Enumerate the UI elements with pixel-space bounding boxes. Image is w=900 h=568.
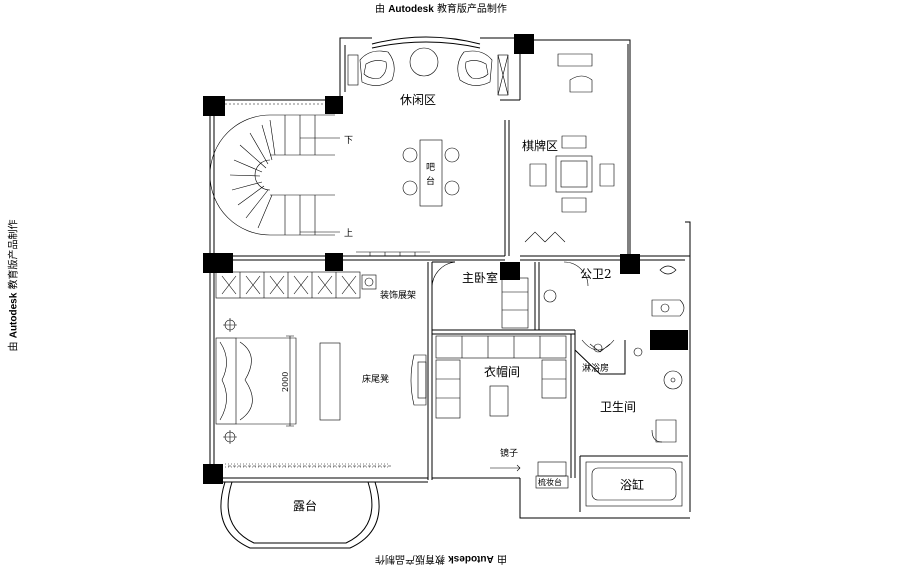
bar-label-1: 吧 xyxy=(426,162,435,173)
cloakroom-label: 衣帽间 xyxy=(484,364,520,379)
cloakroom-furniture: 衣帽间 镜子 梳妆台 xyxy=(435,335,569,489)
bar-label-2: 台 xyxy=(426,175,435,187)
bathtub-label: 浴缸 xyxy=(620,477,644,492)
display-shelf-label: 装饰展架 xyxy=(380,289,416,301)
walls xyxy=(209,36,691,519)
stair-up-label: 上 xyxy=(344,228,353,239)
chess-area-furniture: 棋牌区 xyxy=(522,53,615,243)
watermark-top: 由 Autodesk 教育版产品制作 xyxy=(375,0,507,15)
master-bedroom-label: 主卧室 xyxy=(462,270,498,285)
shower-label: 淋浴房 xyxy=(582,362,609,374)
chess-area-label: 棋牌区 xyxy=(522,139,558,153)
watermark-prefix: 由 xyxy=(375,4,385,15)
terrace-label: 露台 xyxy=(293,498,317,513)
master-bedroom-furniture: 装饰展架 2000 床尾凳 xyxy=(215,271,427,467)
master-entrance-and-bath2: 主卧室 公卫2 xyxy=(431,261,685,329)
dressing-table-label: 梳妆台 xyxy=(538,477,562,487)
public-bath2-label: 公卫2 xyxy=(580,267,612,281)
bathroom-label: 卫生间 xyxy=(600,400,636,414)
columns xyxy=(203,34,688,484)
leisure-area-label: 休闲区 xyxy=(400,93,436,107)
leisure-area-furniture: 休闲区 吧 台 xyxy=(347,47,509,207)
watermark-brand: Autodesk xyxy=(388,4,434,15)
openings xyxy=(225,103,430,468)
mirror-label: 镜子 xyxy=(500,447,518,459)
watermark-suffix: 教育版产品制作 xyxy=(436,4,507,15)
bed-dimension: 2000 xyxy=(281,372,290,392)
terrace: 露台 xyxy=(220,481,380,549)
spiral-staircase: 下 上 xyxy=(209,114,353,239)
stair-down-label: 下 xyxy=(344,136,353,146)
bed-bench-label: 床尾凳 xyxy=(362,373,389,385)
main-bathroom-fixtures: 淋浴房 卫生间 浴缸 xyxy=(581,339,683,507)
